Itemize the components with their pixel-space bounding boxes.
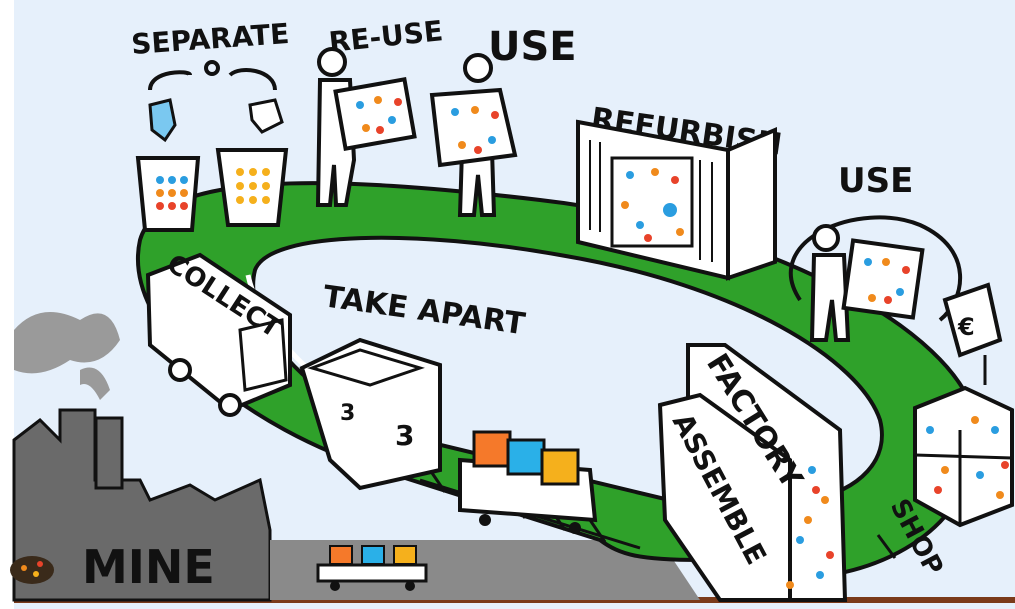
mine-cart xyxy=(316,545,428,591)
building-icon: 3 3 xyxy=(299,337,442,491)
svg-text:3: 3 xyxy=(395,419,414,452)
building-icon xyxy=(576,119,777,281)
box-icon xyxy=(393,545,417,565)
person-icon xyxy=(809,224,851,342)
parts-cart xyxy=(458,430,598,534)
label-use-top: USE xyxy=(488,24,577,70)
separate-arrows xyxy=(148,60,277,91)
shop-boxes xyxy=(913,385,1014,528)
shop-divider xyxy=(876,534,897,559)
box-icon xyxy=(329,545,353,565)
puzzle-piece-icon xyxy=(429,87,518,168)
smoke-icon xyxy=(14,312,120,400)
puzzle-piece-icon xyxy=(148,98,177,143)
label-mine: MINE xyxy=(82,540,215,594)
person-icon xyxy=(457,53,497,217)
trash-bin-icon xyxy=(215,148,289,227)
puzzle-piece-icon xyxy=(333,77,417,151)
mine-building: MINE xyxy=(10,408,272,602)
puzzle-piece-icon xyxy=(841,238,925,320)
euro-tag-icon: € xyxy=(942,282,1003,385)
ore-pile xyxy=(10,556,54,584)
label-use-right: USE xyxy=(838,161,913,201)
box-icon xyxy=(472,430,512,468)
trash-bin-icon xyxy=(135,156,201,232)
use-arc-arrow xyxy=(789,215,962,322)
puzzle-piece-icon xyxy=(248,98,284,134)
box-icon xyxy=(506,438,546,476)
smokestack-icon xyxy=(94,416,124,490)
box-icon xyxy=(361,545,385,565)
svg-text:3: 3 xyxy=(340,401,355,426)
truck-icon: COLLECT xyxy=(145,249,292,417)
euro-symbol: € xyxy=(957,313,975,341)
box-icon xyxy=(540,448,580,486)
